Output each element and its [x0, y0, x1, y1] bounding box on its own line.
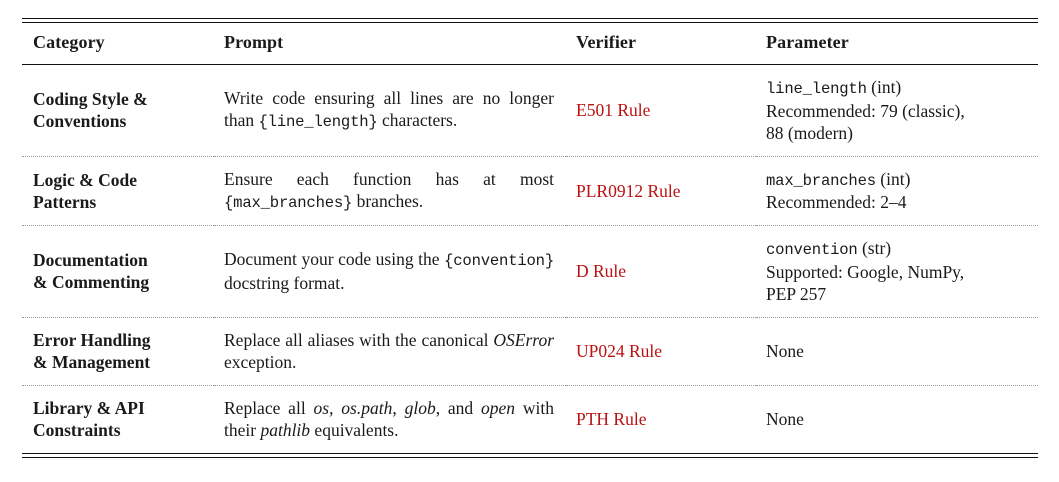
cell-parameter: max_branches (int)Recommended: 2–4 — [756, 156, 1038, 227]
category-line-0: Error Handling — [33, 330, 151, 351]
cell-verifier: UP024 Rule — [566, 317, 756, 387]
top-rule-row — [22, 18, 1038, 23]
parameter-line-0: line_length (int) — [766, 76, 1032, 100]
parameter-line-0-segment-1: (str) — [857, 238, 892, 259]
prompt-segment-2: branches. — [352, 190, 424, 211]
prompt-segment-1: OSError — [493, 330, 554, 351]
prompt-segment-9: pathlib — [260, 420, 311, 441]
table-foot — [22, 453, 1038, 459]
cell-verifier: E501 Rule — [566, 64, 756, 157]
column-header-parameter: Parameter — [756, 22, 1038, 65]
category-line-1: & Management — [33, 352, 151, 373]
parameter-line-0-segment-0: None — [766, 341, 804, 362]
column-header-prompt: Prompt — [214, 22, 566, 65]
cell-category: Error Handling& Management — [22, 317, 214, 387]
parameter-line-0: max_branches (int) — [766, 168, 1032, 192]
prompt-segment-4: , — [392, 398, 405, 419]
parameter-line-0-segment-0: None — [766, 409, 804, 430]
parameter-line-0: None — [766, 340, 1032, 362]
prompt-segment-0: Write code ensuring all lines are no lon… — [224, 88, 554, 131]
parameter-line-0-segment-0: max_branches — [766, 171, 876, 190]
category-line-0: Library & API — [33, 398, 145, 419]
cell-category: Documentation& Commenting — [22, 225, 214, 319]
parameter-line-2-segment-0: 88 (modern) — [766, 122, 853, 143]
prompt-segment-7: open — [481, 398, 516, 419]
cell-verifier: PLR0912 Rule — [566, 156, 756, 227]
prompt-segment-0: Replace all — [224, 398, 314, 419]
parameter-line-2: 88 (modern) — [766, 122, 1032, 144]
cell-prompt: Write code ensuring all lines are no lon… — [214, 64, 566, 157]
parameter-line-1: Recommended: 2–4 — [766, 191, 1032, 213]
cell-prompt: Document your code using the {convention… — [214, 225, 566, 319]
category-line-0: Logic & Code — [33, 169, 138, 190]
cell-prompt: Replace all aliases with the canonical O… — [214, 317, 566, 387]
parameter-line-0-segment-0: convention — [766, 241, 858, 260]
prompt-segment-10: equivalents. — [310, 420, 399, 441]
prompt-segment-0: Ensure each function has at most — [224, 168, 554, 189]
column-header-verifier: Verifier — [566, 22, 756, 65]
category-line-1: & Commenting — [33, 272, 150, 293]
prompt-segment-3: os.path — [341, 398, 393, 419]
category-line-1: Patterns — [33, 191, 97, 212]
prompt-segment-6: , and — [435, 398, 482, 419]
parameter-line-0-segment-1: (int) — [875, 168, 911, 189]
bottom-rule-row — [22, 453, 1038, 459]
cell-category: Coding Style &Conventions — [22, 64, 214, 157]
parameter-line-0: convention (str) — [766, 237, 1032, 261]
parameter-line-2-segment-0: PEP 257 — [766, 284, 827, 305]
prompt-segment-0: Document your code using the — [224, 249, 445, 270]
verifier-specification-table: Category Prompt Verifier Parameter Codin… — [22, 18, 1038, 459]
category-line-1: Constraints — [33, 420, 121, 441]
prompt-segment-5: glob — [404, 398, 436, 419]
table-header-row: Category Prompt Verifier Parameter — [22, 22, 1038, 65]
prompt-segment-1: {max_branches} — [224, 193, 353, 212]
cell-prompt: Replace all os, os.path, glob, and open … — [214, 386, 566, 454]
prompt-segment-2: docstring format. — [224, 273, 345, 294]
prompt-segment-1: {convention} — [444, 252, 554, 271]
prompt-segment-1: {line_length} — [258, 113, 378, 132]
specification-table-container: Category Prompt Verifier Parameter Codin… — [22, 18, 1038, 459]
parameter-line-1-segment-0: Supported: Google, NumPy, — [766, 262, 965, 283]
prompt-segment-8: with their — [224, 398, 554, 441]
top-rule — [22, 18, 1038, 23]
parameter-line-1: Supported: Google, NumPy, — [766, 261, 1032, 283]
cell-verifier: PTH Rule — [576, 409, 647, 430]
category-line-0: Documentation — [33, 250, 148, 271]
prompt-segment-2: , — [329, 398, 342, 419]
category-line-1: Conventions — [33, 110, 127, 131]
cell-parameter: None — [756, 386, 1038, 454]
parameter-line-0-segment-1: (int) — [866, 77, 902, 97]
parameter-line-1: Recommended: 79 (classic), — [766, 100, 1032, 122]
cell-parameter: line_length (int)Recommended: 79 (classi… — [756, 64, 1038, 157]
parameter-line-0: None — [766, 408, 1032, 430]
prompt-segment-2: characters. — [377, 110, 458, 131]
bottom-rule — [22, 453, 1038, 459]
table-head: Category Prompt Verifier Parameter — [22, 18, 1038, 65]
column-header-category: Category — [22, 22, 214, 65]
parameter-line-0-segment-0: line_length — [766, 80, 867, 98]
parameter-line-1-segment-0: Recommended: 79 (classic), — [766, 100, 965, 121]
prompt-segment-2: exception. — [224, 352, 297, 373]
prompt-segment-1: os — [313, 398, 330, 419]
parameter-line-1-segment-0: Recommended: 2–4 — [766, 192, 907, 213]
cell-parameter: convention (str)Supported: Google, NumPy… — [756, 225, 1038, 319]
cell-verifier: D Rule — [566, 225, 756, 319]
prompt-segment-0: Replace all aliases with the canonical — [224, 330, 494, 351]
parameter-line-2: PEP 257 — [766, 283, 1032, 305]
category-line-0: Coding Style & — [33, 88, 148, 109]
cell-prompt: Ensure each function has at most {max_br… — [214, 156, 566, 227]
cell-parameter: None — [756, 317, 1038, 387]
